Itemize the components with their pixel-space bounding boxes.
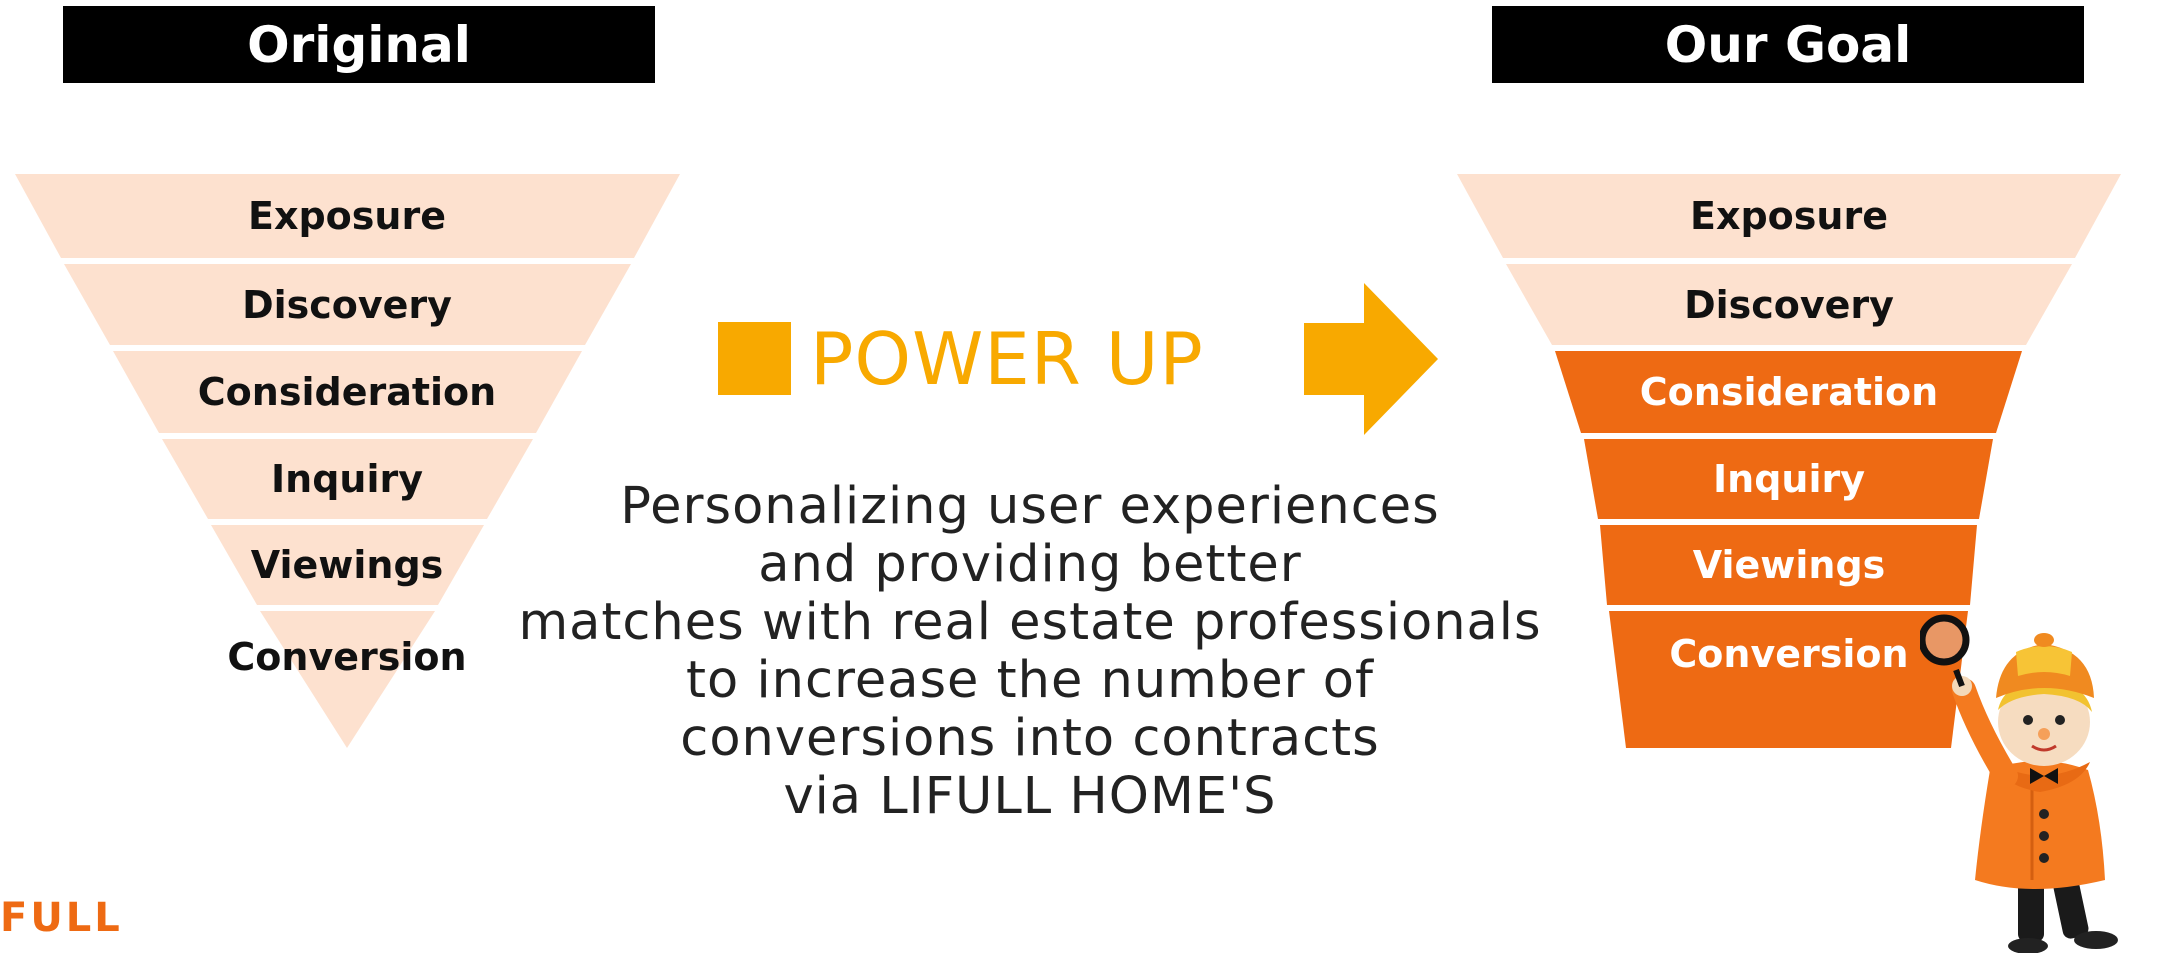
original-stage-inquiry: Inquiry	[271, 457, 423, 501]
description-line: Personalizing user experiences	[620, 477, 1440, 536]
original-stage-viewings: Viewings	[250, 543, 444, 587]
right-arrow-icon	[1304, 283, 1438, 435]
goal-stage-viewings: Viewings	[1692, 543, 1886, 587]
power-up-banner: POWER UP	[718, 283, 1438, 435]
original-stage-discovery: Discovery	[242, 282, 452, 327]
original-stage-exposure: Exposure	[248, 194, 446, 238]
goal-stage-inquiry: Inquiry	[1713, 457, 1865, 501]
original-stage-conversion: Conversion	[227, 635, 467, 679]
description-text: Personalizing user experiences and provi…	[470, 478, 1590, 826]
power-up-text: POWER UP	[810, 317, 1204, 401]
goal-header: Our Goal	[1492, 6, 2084, 83]
description-line: via LIFULL HOME'S	[783, 767, 1277, 826]
goal-stage-discovery: Discovery	[1684, 282, 1894, 327]
description-line: and providing better	[758, 535, 1302, 594]
original-stage-consideration: Consideration	[197, 370, 497, 414]
goal-stage-exposure: Exposure	[1690, 194, 1888, 238]
lifull-logo: FULL	[0, 895, 123, 941]
description-line: conversions into contracts	[680, 709, 1380, 768]
goal-stage-conversion: Conversion	[1669, 632, 1909, 676]
original-header: Original	[63, 6, 655, 83]
description-line: matches with real estate professionals	[518, 593, 1542, 652]
square-icon	[718, 322, 791, 395]
detective-mascot-illustration	[1920, 614, 2118, 953]
description-line: to increase the number of	[686, 651, 1374, 710]
goal-stage-consideration: Consideration	[1639, 370, 1939, 414]
